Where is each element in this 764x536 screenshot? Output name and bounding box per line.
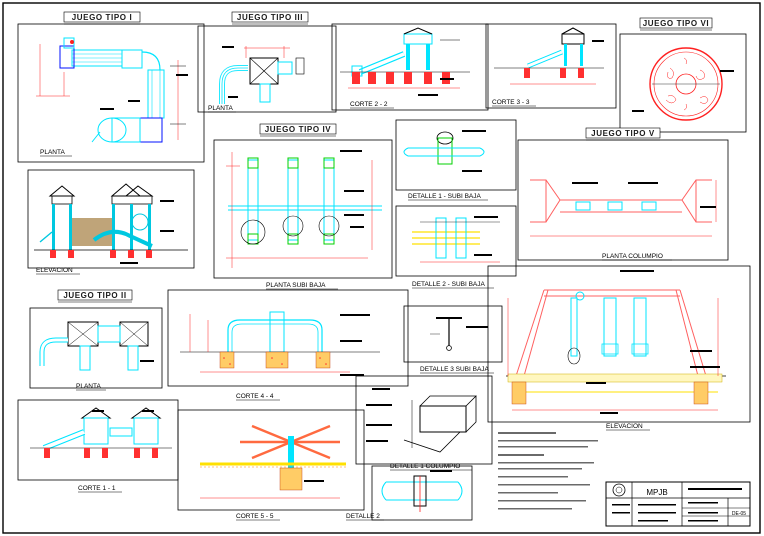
label-elevacion-columpio: ELEVACION [606,423,643,430]
juego-tipo-2-corte-1-1 [17,399,179,481]
corte-3-3 [485,23,617,109]
title-juego-tipo-2: JUEGO TIPO II [57,289,133,303]
title-juego-tipo-4: JUEGO TIPO IV [259,123,337,137]
label-detalle-2: DETALLE 2 [346,513,380,520]
juego-tipo-2-planta [29,307,163,389]
titleblock-org: MPJB [646,488,667,497]
juego-tipo-1-elevacion [27,169,195,269]
label-corte-4-4: CORTE 4 - 4 [236,393,274,400]
drawing-labels: PLANTA PLANTA CORTE 2 - 2 CORTE 3 - 3 EL… [36,99,672,521]
juego-tipo-6-planta [619,33,747,133]
elevacion-columpio [487,265,751,423]
corte-5-5 [177,409,365,511]
label-corte-1-1: CORTE 1 - 1 [78,485,116,492]
juego-tipo-3-planta [197,25,337,113]
detalle-1-columpio [355,375,493,465]
section-titles: JUEGO TIPO I JUEGO TIPO III JUEGO TIPO V… [57,11,713,303]
municipal-seal-icon [612,483,626,497]
label-elevacion-1: ELEVACION [36,267,73,274]
notes-block [498,432,598,510]
label-corte-3-3: CORTE 3 - 3 [492,99,530,106]
label-detalle-1-subi-baja: DETALLE 1 - SUBI BAJA [408,193,482,200]
label-planta-1: PLANTA [40,149,65,156]
svg-text:JUEGO TIPO I: JUEGO TIPO I [72,13,133,22]
label-detalle-2-subi-baja: DETALLE 2 - SUBI BAJA [412,281,486,288]
title-juego-tipo-5: JUEGO TIPO V [585,127,661,141]
label-planta-columpio: PLANTA COLUMPIO [602,253,663,260]
label-corte-2-2: CORTE 2 - 2 [350,101,388,108]
detalle-2-subi-baja [395,205,517,277]
title-block: MPJB DE-05 [605,481,751,527]
label-detalle-3-subi-baja: DETALLE 3 SUBI BAJA [420,366,490,373]
titleblock-sheet-number: DE-05 [732,511,746,517]
detalle-2 [371,465,473,521]
juego-tipo-1-planta [17,23,205,163]
label-detalle-1-columpio: DETALLE 1 COLUMPIO [390,463,460,470]
detalle-3-subi-baja [403,305,503,363]
svg-text:JUEGO TIPO VI: JUEGO TIPO VI [643,19,709,28]
corte-2-2 [331,23,489,111]
svg-text:JUEGO TIPO V: JUEGO TIPO V [591,129,655,138]
planta-columpio [517,139,729,261]
label-planta-subi-baja: PLANTA SUBI BAJA [266,282,326,289]
svg-text:JUEGO TIPO II: JUEGO TIPO II [63,291,126,300]
corte-4-4 [167,289,409,387]
title-juego-tipo-1: JUEGO TIPO I [63,11,141,25]
svg-text:JUEGO TIPO IV: JUEGO TIPO IV [265,125,332,134]
title-juego-tipo-3: JUEGO TIPO III [231,11,309,25]
detalle-1-subi-baja [395,119,517,191]
label-planta-2: PLANTA [76,383,101,390]
planta-subi-baja [213,139,393,279]
svg-text:JUEGO TIPO III: JUEGO TIPO III [237,13,303,22]
label-corte-5-5: CORTE 5 - 5 [236,513,274,520]
label-planta-3: PLANTA [208,105,233,112]
title-juego-tipo-6: JUEGO TIPO VI [639,17,713,31]
